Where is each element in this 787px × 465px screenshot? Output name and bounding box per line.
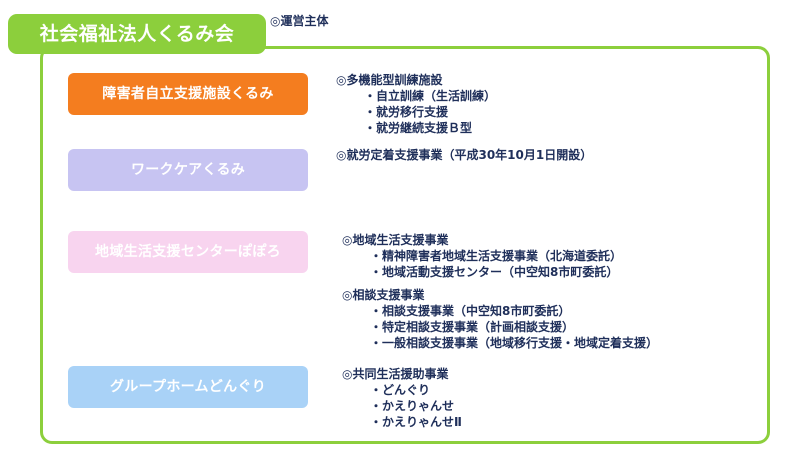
section-heading: ◎共同生活援助事業 bbox=[342, 367, 449, 381]
facility-description-popolo: ◎地域生活支援事業 ・精神障害者地域生活支援事業（北海道委託） ・地域活動支援セ… bbox=[342, 232, 622, 280]
service-item: ・地域活動支援センター（中空知8市町委託） bbox=[370, 265, 619, 279]
service-item: ・就労継続支援Ｂ型 bbox=[364, 121, 473, 135]
facility-description-donguri: ◎共同生活援助事業 ・どんぐり ・かえりゃんせ ・かえりゃんせⅡ bbox=[342, 366, 462, 430]
service-item: ・特定相談支援事業（計画相談支援） bbox=[370, 320, 575, 334]
section-heading: ◎就労定着支援事業（平成30年10月1日開設） bbox=[336, 148, 593, 162]
facility-description-kurumi: ◎多機能型訓練施設 ・自立訓練（生活訓練） ・就労移行支援 ・就労継続支援Ｂ型 bbox=[336, 72, 496, 136]
section-heading: ◎相談支援事業 bbox=[342, 288, 425, 302]
service-item: ・相談支援事業（中空知8市町委託） bbox=[370, 304, 571, 318]
service-item: ・かえりゃんせⅡ bbox=[370, 415, 462, 429]
facility-button-kurumi[interactable]: 障害者自立支援施設くるみ bbox=[68, 73, 308, 115]
service-item: ・精神障害者地域生活支援事業（北海道委託） bbox=[370, 249, 623, 263]
organization-frame bbox=[40, 46, 770, 444]
facility-button-donguri[interactable]: グループホームどんぐり bbox=[68, 366, 308, 408]
facility-description-popolo-consult: ◎相談支援事業 ・相談支援事業（中空知8市町委託） ・特定相談支援事業（計画相談… bbox=[342, 287, 658, 351]
section-heading: ◎多機能型訓練施設 bbox=[336, 73, 443, 87]
facility-description-workcare: ◎就労定着支援事業（平成30年10月1日開設） bbox=[336, 147, 592, 163]
facility-button-workcare[interactable]: ワークケアくるみ bbox=[68, 149, 308, 191]
service-item: ・かえりゃんせ bbox=[370, 399, 455, 413]
service-item: ・どんぐり bbox=[370, 383, 431, 397]
facility-button-popolo[interactable]: 地域生活支援センターぽぽろ bbox=[68, 231, 308, 273]
section-heading: ◎地域生活支援事業 bbox=[342, 233, 449, 247]
service-item: ・就労移行支援 bbox=[364, 105, 449, 119]
service-item: ・自立訓練（生活訓練） bbox=[364, 89, 497, 103]
service-item: ・一般相談支援事業（地域移行支援・地域定着支援） bbox=[370, 336, 659, 350]
organization-title: 社会福祉法人くるみ会 bbox=[8, 14, 266, 54]
operator-label: ◎運営主体 bbox=[270, 14, 329, 28]
